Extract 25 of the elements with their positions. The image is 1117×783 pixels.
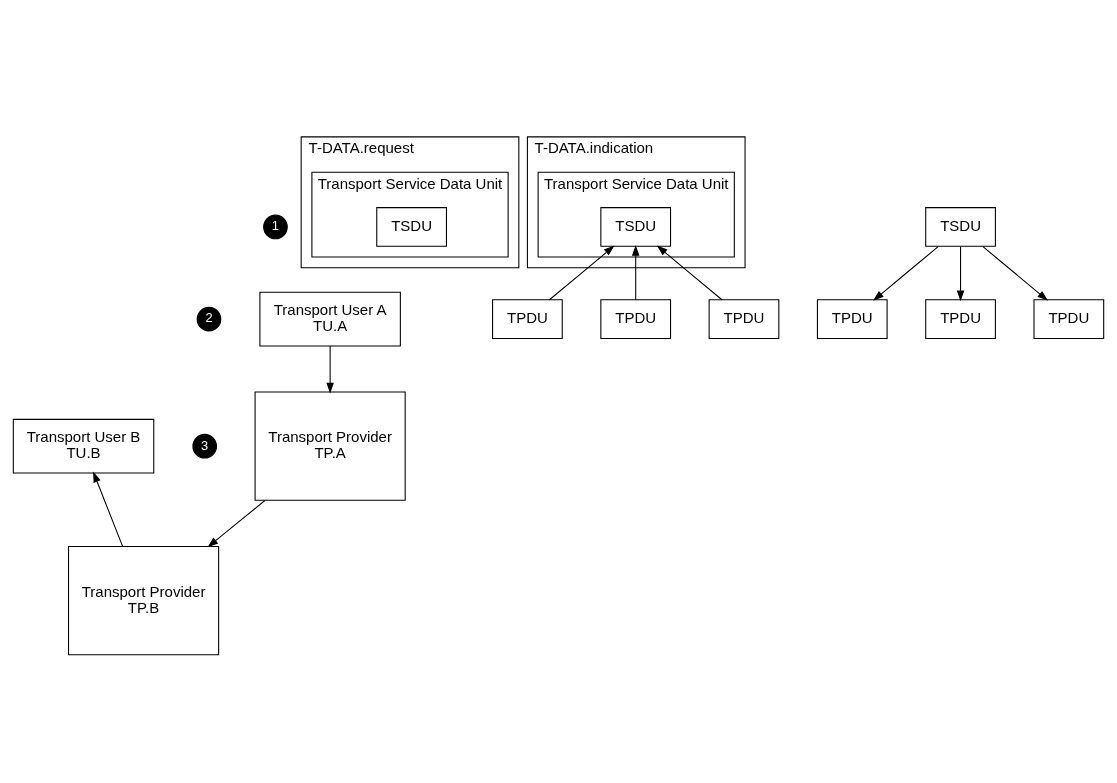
node-box: TPDU <box>600 299 672 339</box>
node-box: Transport User B TU.B <box>12 418 155 474</box>
arrow <box>631 245 640 301</box>
arrow <box>656 245 723 301</box>
node-box: Transport Provider TP.B <box>68 545 220 656</box>
node-box: Transport Provider TP.A <box>254 391 406 501</box>
label: 1 <box>271 218 280 234</box>
arrow <box>873 246 939 301</box>
node-box: TPDU <box>925 299 996 339</box>
node-box: TPDU <box>816 299 888 339</box>
node-box: Transport User A TU.A <box>259 291 401 347</box>
node-box: TSDU <box>376 207 447 247</box>
node-box: TSDU <box>600 207 672 247</box>
arrow <box>956 246 965 302</box>
label: 2 <box>205 310 213 326</box>
arrow <box>326 345 334 394</box>
label: 3 <box>201 437 209 453</box>
arrow <box>93 471 124 547</box>
arrow <box>982 246 1049 301</box>
node-box: TPDU <box>492 299 563 339</box>
arrow <box>207 499 266 548</box>
node-box: TPDU <box>1033 299 1105 339</box>
node-box: TSDU <box>925 207 996 247</box>
node-box: TPDU <box>708 299 780 339</box>
arrow <box>548 245 615 301</box>
